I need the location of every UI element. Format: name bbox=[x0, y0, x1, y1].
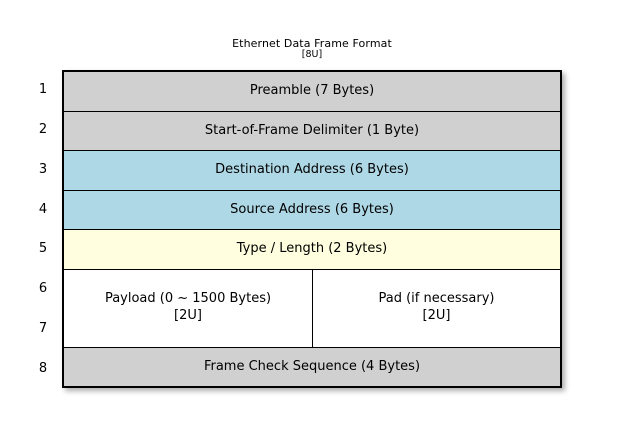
frame-field-payload-sub: [2U] bbox=[174, 308, 202, 323]
row-number-2: 2 bbox=[38, 122, 48, 138]
frame-field-payload-pad-row: Payload (0 ~ 1500 Bytes) [2U] Pad (if ne… bbox=[64, 269, 560, 348]
frame-field-sfd: Start-of-Frame Delimiter (1 Byte) bbox=[64, 111, 560, 151]
page-title: Ethernet Data Frame Format bbox=[232, 37, 392, 50]
row-number-6: 6 bbox=[38, 281, 48, 297]
frame-field-frame-check-sequence: Frame Check Sequence (4 Bytes) bbox=[64, 347, 560, 386]
page-subtitle: [8U] bbox=[301, 49, 323, 61]
frame-field-destination-address-label: Destination Address (6 Bytes) bbox=[215, 162, 409, 178]
frame-field-pad-label: Pad (if necessary) bbox=[378, 291, 495, 307]
frame-field-destination-address: Destination Address (6 Bytes) bbox=[64, 151, 560, 191]
frame-field-pad-sub: [2U] bbox=[422, 308, 451, 323]
row-number-8: 8 bbox=[38, 360, 48, 376]
row-number-7: 7 bbox=[38, 320, 48, 336]
row-number-5: 5 bbox=[38, 241, 48, 257]
frame-field-sfd-label: Start-of-Frame Delimiter (1 Byte) bbox=[204, 122, 420, 138]
frame-field-frame-check-sequence-label: Frame Check Sequence (4 Bytes) bbox=[203, 358, 421, 374]
frame-field-payload: Payload (0 ~ 1500 Bytes) [2U] bbox=[64, 269, 313, 347]
row-number-3: 3 bbox=[38, 161, 48, 177]
title-block: Ethernet Data Frame Format [8U] bbox=[62, 37, 562, 61]
ethernet-frame-table: Preamble (7 Bytes) Start-of-Frame Delimi… bbox=[62, 70, 562, 388]
row-number-1: 1 bbox=[38, 82, 48, 98]
frame-field-preamble-label: Preamble (7 Bytes) bbox=[249, 83, 375, 99]
frame-field-source-address: Source Address (6 Bytes) bbox=[64, 190, 560, 230]
frame-field-preamble: Preamble (7 Bytes) bbox=[64, 72, 560, 112]
row-number-4: 4 bbox=[38, 201, 48, 217]
row-number-gutter: 1 2 3 4 5 6 7 8 bbox=[30, 70, 56, 388]
frame-field-payload-label: Payload (0 ~ 1500 Bytes) bbox=[104, 291, 272, 307]
frame-field-pad: Pad (if necessary) [2U] bbox=[313, 270, 560, 347]
frame-field-source-address-label: Source Address (6 Bytes) bbox=[230, 201, 394, 217]
frame-field-type-length: Type / Length (2 Bytes) bbox=[64, 230, 560, 270]
frame-field-type-length-label: Type / Length (2 Bytes) bbox=[236, 241, 388, 257]
